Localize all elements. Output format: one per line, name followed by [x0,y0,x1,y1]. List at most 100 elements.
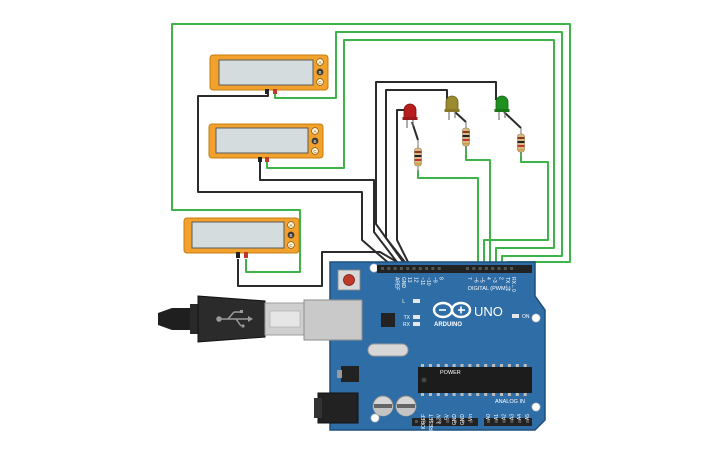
power-header[interactable] [412,418,478,426]
analog-pin-label: A1 [494,414,500,420]
digital-pin-label: 13 [406,277,412,283]
display-module-3[interactable]: A B C [183,217,300,258]
wire-red-led-signal[interactable] [417,170,479,266]
pin-hole[interactable] [418,267,422,270]
pin-hole[interactable] [381,267,384,270]
power-label: POWER [440,370,461,376]
resistor-red-led[interactable] [414,140,422,172]
led-yellow[interactable] [444,95,460,120]
pin-hole[interactable] [491,267,495,270]
wire-green-led-res[interactable] [503,111,522,129]
display-module-1[interactable]: A B C [209,54,329,94]
display-2-seg-a: A [313,129,316,134]
analog-pin-label: A4 [517,414,523,420]
chip-pins-bottom [421,393,527,396]
wire-red-led-gnd[interactable] [396,109,411,267]
chip-leg [428,393,432,396]
pin-hole[interactable] [422,420,426,423]
pin-hole[interactable] [518,420,522,423]
chip-leg [507,393,511,396]
pin-hole[interactable] [387,267,391,270]
power-pin-label: IOREF [421,414,427,429]
wire-display3-signal[interactable] [171,23,571,273]
pin-hole[interactable] [454,420,457,423]
display-2-seg-c: C [313,149,317,154]
power-pin-label: GND [460,414,466,426]
wire-green-led-signal[interactable] [483,150,549,266]
pin-hole[interactable] [438,420,442,423]
digital-pin-label: ~9 [431,277,437,283]
digital-pin-label: TX→1 [504,277,510,291]
pin-hole[interactable] [510,420,514,423]
chip-leg [523,364,527,367]
pin-hole[interactable] [446,420,450,423]
chip-leg [460,393,464,396]
analog-pin-label: A5 [525,414,531,420]
chip-leg [515,364,519,367]
pin-hole[interactable] [415,420,418,423]
pin-hole[interactable] [412,267,416,270]
pin-hole[interactable] [526,420,529,423]
resistor-yellow-led[interactable] [462,122,470,150]
usb-b-jack [303,299,363,341]
pin-hole[interactable] [431,267,435,270]
display-2-pins: A B C [311,127,319,155]
pin-hole[interactable] [484,267,488,270]
pin-hole[interactable] [502,420,506,423]
digital-pin-label: AREF [394,277,400,290]
chip-leg [492,393,496,396]
usb-chip [381,313,395,327]
pin-hole[interactable] [497,267,501,270]
wire-yellow-led-res[interactable] [454,111,467,123]
pin-hole[interactable] [472,267,476,270]
pin-hole[interactable] [466,267,469,270]
pin-hole[interactable] [437,267,441,270]
pin-hole[interactable] [399,267,403,270]
reset-button[interactable] [337,269,361,291]
usb-cable[interactable] [158,295,306,343]
arduino-uno-board[interactable]: L TX RX ON UNO ARDUINO DIGITAL (PWM~) PO… [303,261,546,431]
chip-leg [523,393,527,396]
display-1-seg-a: A [318,60,321,65]
chip-leg [444,364,448,367]
pin-hole[interactable] [487,420,490,423]
voltage-regulator [341,366,359,382]
display-module-2[interactable]: A B C [208,123,324,162]
mount-hole [531,313,541,323]
analog-header[interactable] [484,418,532,426]
led-l-indicator [413,299,420,303]
pin-hole[interactable] [494,420,498,423]
pin-hole[interactable] [425,267,429,270]
pin-hole[interactable] [510,267,514,270]
bottom-pin-holes[interactable] [415,420,529,423]
digital-pin-label: ~11 [419,277,425,285]
digital-pin-label: RX←0 [510,277,516,292]
wire-yellow-led-signal[interactable] [465,146,491,266]
wire-display3-gnd[interactable] [237,251,405,287]
chip-leg [515,393,519,396]
pin-hole[interactable] [469,420,473,423]
chip-leg [507,364,511,367]
wire-display1-gnd[interactable] [197,92,393,267]
led-green[interactable] [494,95,510,120]
pin-hole[interactable] [393,267,397,270]
analog-pin-label: A3 [509,414,515,420]
digital-header[interactable] [377,265,532,273]
wire-display1-signal[interactable] [274,31,563,266]
wire-green-led-gnd[interactable] [375,81,497,267]
digital-pin-holes[interactable] [381,267,514,270]
digital-pin-label: ~3 [491,277,497,283]
led-red[interactable] [402,103,418,128]
pin-hole[interactable] [406,267,410,270]
pin-hole[interactable] [503,267,507,270]
resistor-green-led[interactable] [517,128,525,156]
pin-hole[interactable] [430,420,434,423]
wire-display2-gnd[interactable] [259,161,401,267]
digital-label: DIGITAL (PWM~) [468,286,511,292]
display-3-seg-a: A [289,223,292,228]
wire-display2-signal[interactable] [266,39,555,266]
chip-leg [484,364,488,367]
pin-hole[interactable] [478,267,482,270]
pin-hole[interactable] [461,420,465,423]
